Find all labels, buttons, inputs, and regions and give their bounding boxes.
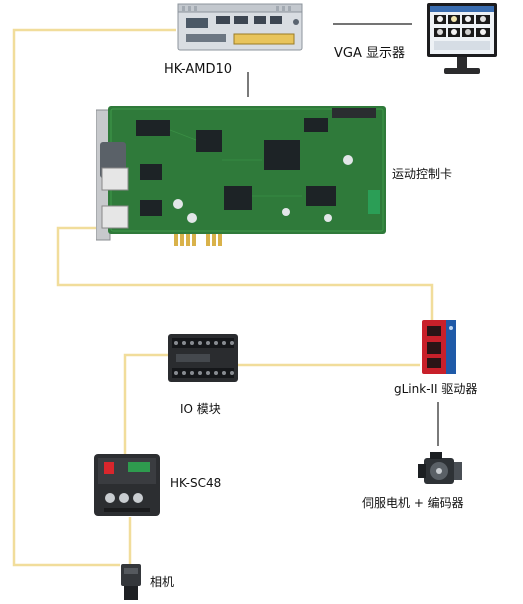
motion-card-label: 运动控制卡	[392, 167, 453, 181]
servo-driver-icon	[422, 320, 456, 374]
io-to-sc48-cable	[123, 353, 168, 456]
camera-label: 相机	[150, 575, 175, 589]
pcb-card-icon	[96, 106, 386, 246]
camera-controller-icon	[94, 454, 160, 516]
driver-label: gLink-II 驱动器	[394, 382, 478, 396]
ipc-to-camera-cable	[12, 28, 176, 567]
io-module-label: IO 模块	[180, 402, 221, 416]
io-module-icon	[168, 334, 238, 382]
servo-label: 伺服电机 + 编码器	[362, 496, 464, 510]
camera-icon	[121, 564, 141, 600]
servo-motor-icon	[418, 452, 462, 484]
sc48-label: HK-SC48	[170, 476, 222, 490]
monitor-label: VGA 显示器	[334, 46, 405, 61]
ipc-label: HK-AMD10	[164, 62, 233, 77]
industrial-pc-icon	[177, 3, 303, 51]
card-to-driver-cable	[56, 226, 434, 322]
monitor-icon	[427, 3, 497, 74]
